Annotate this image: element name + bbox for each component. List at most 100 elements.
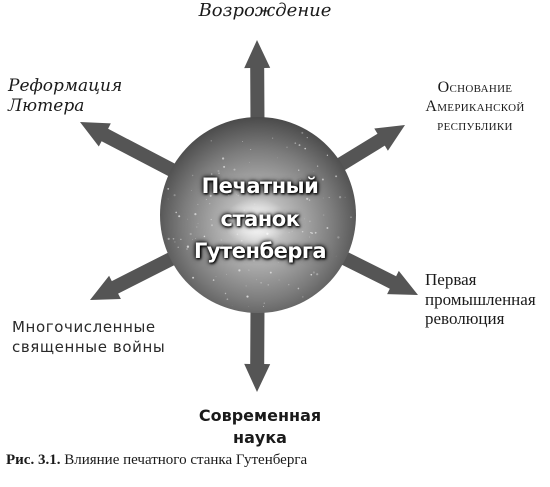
star-speck	[253, 259, 255, 262]
star-speck	[291, 230, 293, 232]
star-speck	[224, 292, 227, 295]
star-speck	[211, 224, 213, 227]
star-speck	[239, 181, 242, 183]
star-speck	[174, 241, 176, 243]
star-speck	[206, 182, 208, 184]
star-speck	[306, 197, 309, 200]
star-speck	[309, 236, 311, 238]
star-speck	[215, 276, 217, 278]
star-speck	[328, 196, 330, 199]
star-speck	[308, 199, 311, 201]
star-speck	[209, 194, 212, 197]
star-speck	[307, 252, 310, 255]
star-speck	[232, 223, 236, 226]
star-speck	[210, 218, 212, 221]
star-speck	[350, 216, 352, 219]
center-title-line-2: Гутенберга	[193, 239, 327, 264]
star-speck	[266, 180, 268, 182]
star-speck	[196, 226, 198, 228]
star-speck	[186, 248, 188, 250]
star-speck	[212, 177, 214, 179]
star-speck	[286, 146, 288, 149]
star-speck	[197, 222, 199, 224]
label-holy-wars-line-2: священные войны	[12, 337, 166, 356]
star-speck	[226, 298, 229, 301]
star-speck	[194, 238, 196, 239]
star-speck	[178, 215, 181, 218]
star-speck	[266, 232, 269, 235]
star-speck	[277, 262, 279, 264]
star-speck	[294, 142, 297, 144]
star-speck	[180, 238, 182, 240]
star-speck	[205, 198, 207, 200]
star-speck	[297, 287, 300, 290]
star-speck	[167, 198, 169, 200]
star-speck	[248, 306, 249, 307]
star-speck	[314, 231, 317, 234]
star-speck	[175, 211, 178, 214]
star-speck	[262, 305, 265, 307]
star-speck	[191, 189, 193, 191]
figure-caption: Рис. 3.1. Влияние печатного станка Гутен…	[6, 452, 307, 469]
star-speck	[226, 273, 227, 275]
star-speck	[238, 269, 241, 272]
star-speck	[250, 228, 251, 229]
star-speck	[303, 218, 305, 220]
star-speck	[204, 182, 205, 184]
star-speck	[311, 232, 313, 234]
label-reformation: Реформация Лютера	[8, 76, 122, 117]
label-reformation-line-2: Лютера	[8, 96, 85, 117]
label-reformation-line-1: Реформация	[8, 76, 123, 96]
star-speck	[223, 165, 226, 168]
star-speck	[186, 245, 190, 248]
star-speck	[249, 162, 250, 163]
star-speck	[337, 236, 340, 239]
star-speck	[245, 285, 247, 287]
star-speck	[312, 271, 315, 274]
star-speck	[224, 259, 226, 260]
star-speck	[242, 192, 245, 195]
star-speck	[264, 221, 267, 224]
star-speck	[272, 137, 274, 139]
star-speck	[233, 168, 236, 171]
star-speck	[221, 244, 223, 246]
star-speck	[236, 233, 239, 236]
label-modern-science-line-2: наука	[233, 428, 287, 448]
star-speck	[301, 230, 304, 233]
star-speck	[217, 244, 219, 246]
star-speck	[310, 273, 313, 276]
star-speck	[209, 202, 211, 205]
star-speck	[237, 183, 239, 185]
star-speck	[177, 246, 179, 249]
star-speck	[217, 169, 220, 173]
star-speck	[259, 218, 262, 221]
star-speck	[286, 247, 288, 250]
label-modern-science: Современная наука	[180, 405, 340, 450]
star-speck	[278, 279, 280, 281]
star-speck	[304, 147, 307, 150]
star-speck	[227, 250, 229, 252]
star-speck	[241, 140, 244, 143]
star-speck	[309, 220, 311, 223]
star-speck	[248, 269, 250, 271]
star-speck	[192, 276, 195, 279]
star-speck	[288, 284, 290, 286]
star-speck	[221, 222, 223, 225]
star-speck	[192, 239, 194, 240]
star-speck	[293, 219, 296, 222]
star-speck	[276, 179, 278, 181]
star-speck	[306, 136, 308, 139]
star-speck	[203, 235, 206, 238]
star-speck	[288, 232, 290, 233]
star-speck	[246, 295, 249, 298]
star-speck	[167, 237, 170, 240]
star-speck	[191, 174, 194, 177]
label-holy-wars-line-1: Многочисленные	[12, 318, 156, 336]
star-speck	[232, 187, 235, 190]
star-speck	[335, 175, 338, 178]
center-title-line-1: Печатный станок	[201, 174, 319, 231]
star-speck	[254, 203, 256, 205]
star-speck	[252, 207, 254, 209]
star-speck	[243, 209, 245, 211]
